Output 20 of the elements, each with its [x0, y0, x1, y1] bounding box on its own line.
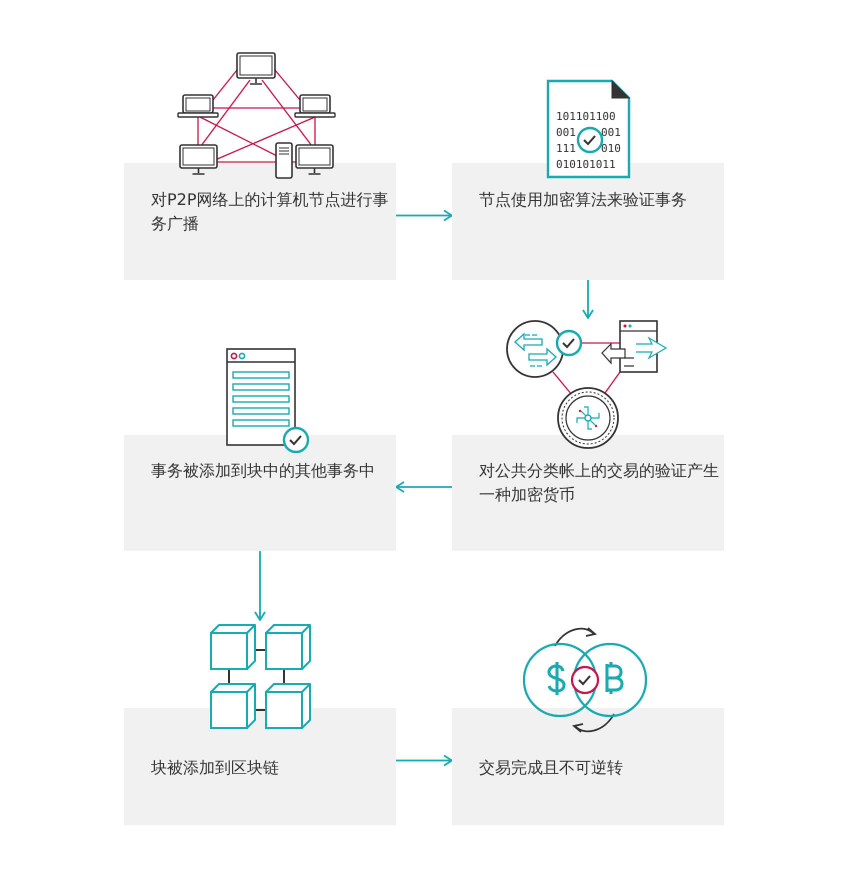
- binary-digits: 101101100: [556, 110, 616, 123]
- arrow: [254, 551, 266, 621]
- step-text: 节点使用加密算法来验证事务: [479, 189, 688, 211]
- step-text: 对P2P网络上的计算机节点进行事务广播: [151, 189, 390, 235]
- step-card: [452, 80, 724, 280]
- arrow: [396, 754, 453, 766]
- step-text: 对公共分类帐上的交易的验证产生一种加密货币: [479, 460, 719, 506]
- binary-digits: 010101011: [556, 158, 616, 171]
- step-card: [124, 347, 396, 551]
- arrow: [582, 280, 594, 319]
- binary-digits: 001: [556, 126, 576, 139]
- binary-digits: 010: [601, 142, 621, 155]
- step-card: [124, 50, 396, 280]
- step-text: 交易完成且不可逆转: [479, 757, 624, 779]
- binary-digits: 001: [601, 126, 621, 139]
- step-text: 块被添加到区块链: [151, 757, 280, 779]
- arrow: [395, 481, 452, 493]
- arrow: [396, 210, 453, 222]
- binary-digits: 111: [556, 142, 576, 155]
- step-text: 事务被添加到块中的其他事务中: [151, 460, 376, 482]
